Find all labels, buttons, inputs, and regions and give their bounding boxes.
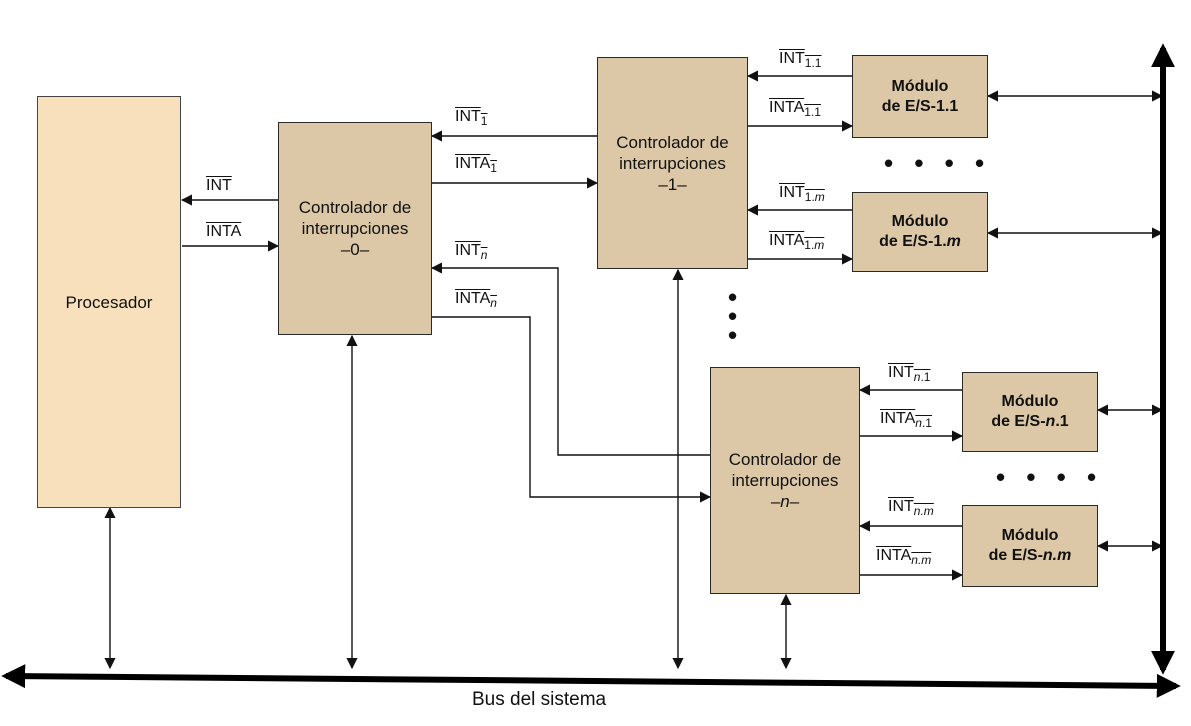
module-n-1-line2b: n [1045,413,1056,430]
controller-n-line3: –n– [770,492,800,511]
ellipsis-controllers-1: • [728,282,745,312]
module-n-1-line2a: de E/S- [991,413,1046,430]
intan-line [432,316,712,503]
controller-n-box: Controlador de interrupciones –n– [710,367,860,594]
processor-box: Procesador [37,96,181,508]
module-n-1-line2c: .1 [1055,413,1069,430]
label-inta1: INTA1 [455,155,497,176]
label-int: INT [206,177,232,194]
label-inta1m: INTA1.m [769,232,825,253]
ellipsis-modules-n: • • • • [996,462,1104,492]
label-inta: INTA [206,223,242,240]
bottom-bus [1,664,1181,698]
label-int1: INT1 [455,108,488,129]
module-n-m-box: Módulo de E/S-n.m [962,505,1098,587]
module-1-1-line1: Módulo [891,77,949,95]
controller-0-box: Controlador de interrupciones –0– [278,122,432,335]
label-intnm: INTn.m [888,498,934,519]
controller-1-line2: interrupciones [619,153,726,173]
label-int11: INT1.1 [779,50,822,71]
module-1-1-line2a: de E/S-1. [881,97,950,115]
ellipsis-controllers-2: • [728,301,745,331]
module-1-m-box: Módulo de E/S-1.m [852,192,988,272]
controller-0-line1: Controlador de [298,198,412,217]
module-1-m-line2b: m [946,233,961,250]
label-inta11: INTA1.1 [769,99,821,120]
label-intan: INTAn [455,290,497,311]
module-1-1-line2b: 1 [949,97,959,115]
label-intn: INTn [455,242,488,263]
controller-n-line2: interrupciones [731,471,839,490]
bus-label: Bus del sistema [472,689,607,710]
processor-label: Procesador [65,292,153,312]
module-n-1-line1: Módulo [1001,393,1059,410]
module-1-1-box: Módulo de E/S-1.1 [852,55,988,138]
label-intanm: INTAn.m [876,547,932,568]
controller-1-line3: –1– [658,174,687,194]
label-int1m: INT1.m [779,184,825,205]
module-n-m-line2a: de E/S- [988,547,1043,564]
module-n-m-line2b: n.m [1042,547,1072,564]
label-intn1: INTn.1 [888,364,931,385]
label-intan1: INTAn.1 [880,410,932,431]
controller-1-line1: Controlador de [616,132,729,152]
controller-n-line1: Controlador de [728,450,842,469]
module-1-m-line2a: de E/S-1. [879,233,947,250]
module-n-1-box: Módulo de E/S-n.1 [962,372,1098,452]
ellipsis-modules-1: • • • • [884,148,992,178]
controller-0-line3: –0– [340,240,370,259]
controller-0-line2: interrupciones [301,219,409,238]
module-n-m-line1: Módulo [1001,527,1059,544]
module-1-m-line1: Módulo [891,213,949,230]
intn-line [430,262,710,456]
ellipsis-controllers-3: • [728,320,745,350]
controller-1-box: Controlador de interrupciones –1– [597,57,748,269]
